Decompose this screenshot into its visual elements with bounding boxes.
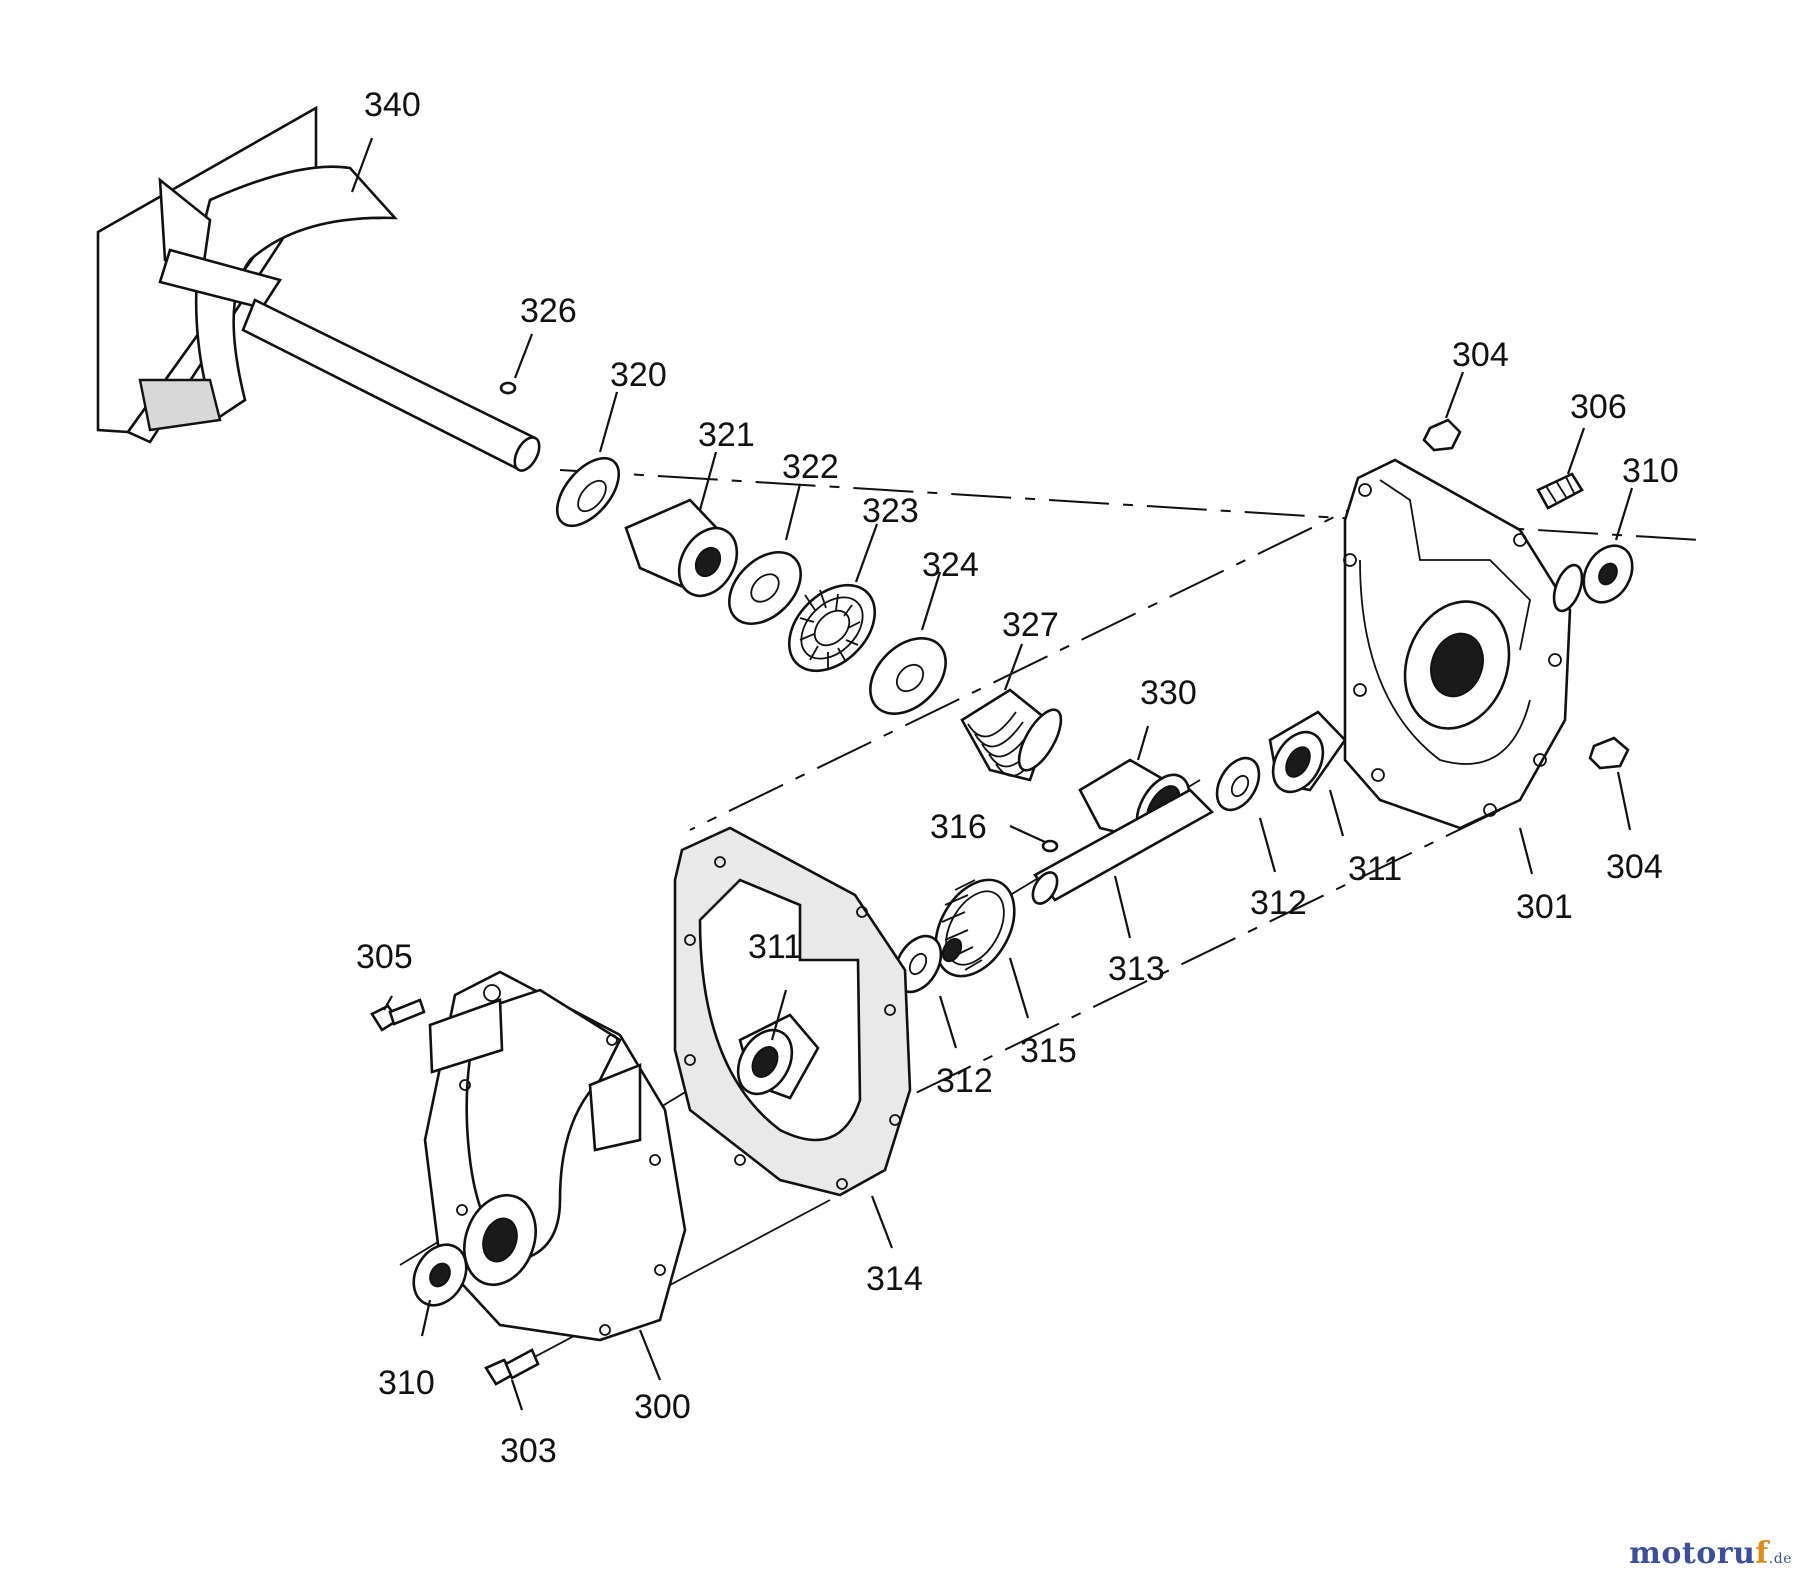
- bearing-311b-part: [736, 1013, 820, 1100]
- bearing-311a-part: [1268, 710, 1347, 794]
- washer-320-part: [555, 456, 621, 528]
- callout-310-right: 310: [1622, 452, 1679, 490]
- callout-320: 320: [610, 356, 667, 394]
- callout-340: 340: [364, 86, 421, 124]
- callout-330: 330: [1140, 674, 1197, 712]
- callout-305: 305: [356, 938, 413, 976]
- callout-310-left: 310: [378, 1364, 435, 1402]
- key-316-part: [1041, 839, 1059, 853]
- callout-312-lower: 312: [936, 1062, 993, 1100]
- callout-304-bottom: 304: [1606, 848, 1663, 886]
- bushing-310a-part: [1582, 544, 1634, 604]
- washer-312a-part: [1215, 756, 1261, 812]
- watermark-accent: f: [1755, 1536, 1769, 1571]
- callout-303: 303: [500, 1432, 557, 1470]
- gasket-314-part: [673, 826, 912, 1197]
- callout-313: 313: [1108, 950, 1165, 988]
- watermark-main: motoru: [1629, 1536, 1756, 1571]
- callout-315: 315: [1020, 1032, 1077, 1070]
- callout-304-top: 304: [1452, 336, 1509, 374]
- callout-312-upper: 312: [1250, 884, 1307, 922]
- watermark-logo: motoruf.de: [1629, 1536, 1792, 1571]
- bushing-310b-part: [412, 1243, 468, 1307]
- callout-324: 324: [922, 546, 979, 584]
- setscrew-306-part: [1536, 472, 1584, 510]
- callout-322: 322: [782, 448, 839, 486]
- worm-gear-327-part: [960, 688, 1063, 782]
- housing-301-part: [1343, 458, 1584, 830]
- watermark-tld: .de: [1768, 1551, 1792, 1567]
- nut-304a-part: [1422, 418, 1462, 452]
- callout-326: 326: [520, 292, 577, 330]
- washer-324-part: [869, 637, 947, 715]
- washer-322-part: [728, 551, 802, 625]
- callout-321: 321: [698, 416, 755, 454]
- nut-304b-part: [1588, 736, 1630, 770]
- thrust-bearing-323-part: [787, 583, 877, 673]
- callout-300: 300: [634, 1388, 691, 1426]
- callout-301: 301: [1516, 888, 1573, 926]
- shaft-313-part: [1031, 788, 1215, 905]
- housing-300-part: [423, 970, 687, 1342]
- bearing-321-part: [624, 498, 739, 598]
- callout-labels: 340 326 320 321 322 323 324 327 330 304 …: [356, 86, 1679, 1470]
- callout-leader-lines: [350, 137, 1634, 1411]
- impeller-shaft-part: [96, 105, 541, 472]
- callout-311-upper: 311: [1348, 850, 1402, 888]
- callout-316: 316: [930, 808, 987, 846]
- gear-315-part: [934, 878, 1016, 978]
- bolt-305-part: [370, 998, 426, 1032]
- callout-327: 327: [1002, 606, 1059, 644]
- callout-323: 323: [862, 492, 919, 530]
- callout-314: 314: [866, 1260, 923, 1298]
- callout-311-lower: 311: [748, 928, 802, 966]
- bolt-303-part: [484, 1348, 540, 1386]
- callout-306: 306: [1570, 388, 1627, 426]
